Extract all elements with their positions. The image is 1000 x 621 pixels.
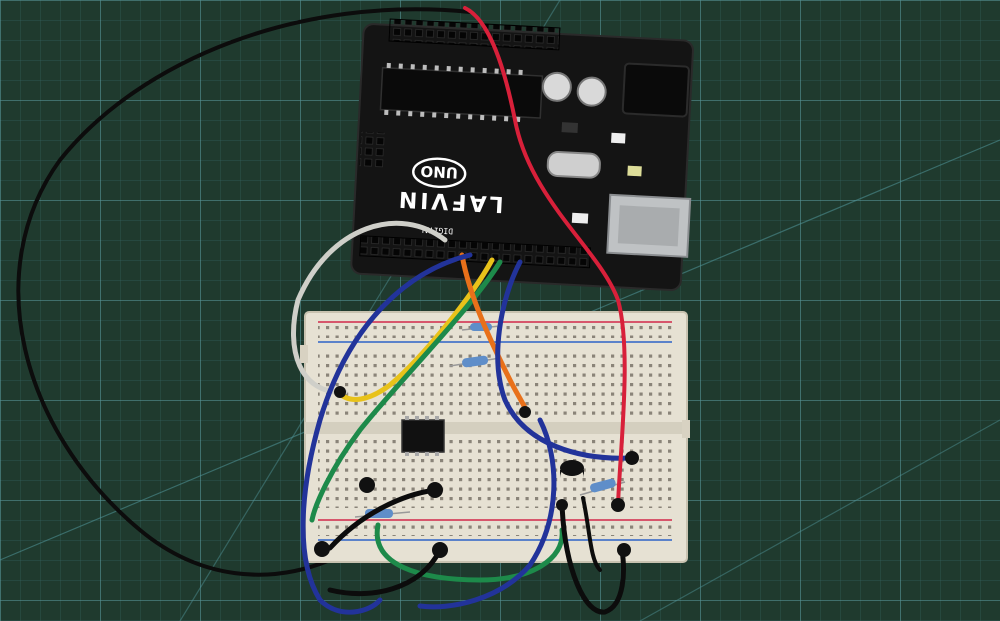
ic-chip [401,419,445,453]
wire-black-short-1 [327,487,438,551]
crystal-oscillator [546,150,601,179]
uno-badge [412,157,467,189]
wire-connector-ends [314,386,639,558]
wire-black-right-2 [581,496,602,572]
digital-header-label: DIGITAL [419,225,453,236]
wire-blue-3 [417,417,557,610]
wire-black-long [16,7,472,577]
capacitor [541,71,572,102]
board-brand-label: LAFVIN [395,186,504,217]
top-pin-header [388,18,561,51]
wire-black-right [559,502,626,615]
wire-red [463,6,627,507]
microcontroller-chip [379,66,544,119]
dc-power-jack [621,62,690,118]
wire-white [291,220,448,395]
wire-green-lower [374,522,565,583]
icsp-header [359,131,386,169]
wire-blue-2 [495,259,633,461]
capacitor [576,76,607,107]
board-model-label: UNO [420,162,458,182]
bottom-pin-header [359,235,592,269]
wire-green [309,259,503,523]
resistor [449,355,501,368]
wire-black-short-2 [327,547,443,597]
wire-blue-1 [300,252,473,615]
arduino-board: UNO LAFVIN DIGITAL [350,18,694,292]
